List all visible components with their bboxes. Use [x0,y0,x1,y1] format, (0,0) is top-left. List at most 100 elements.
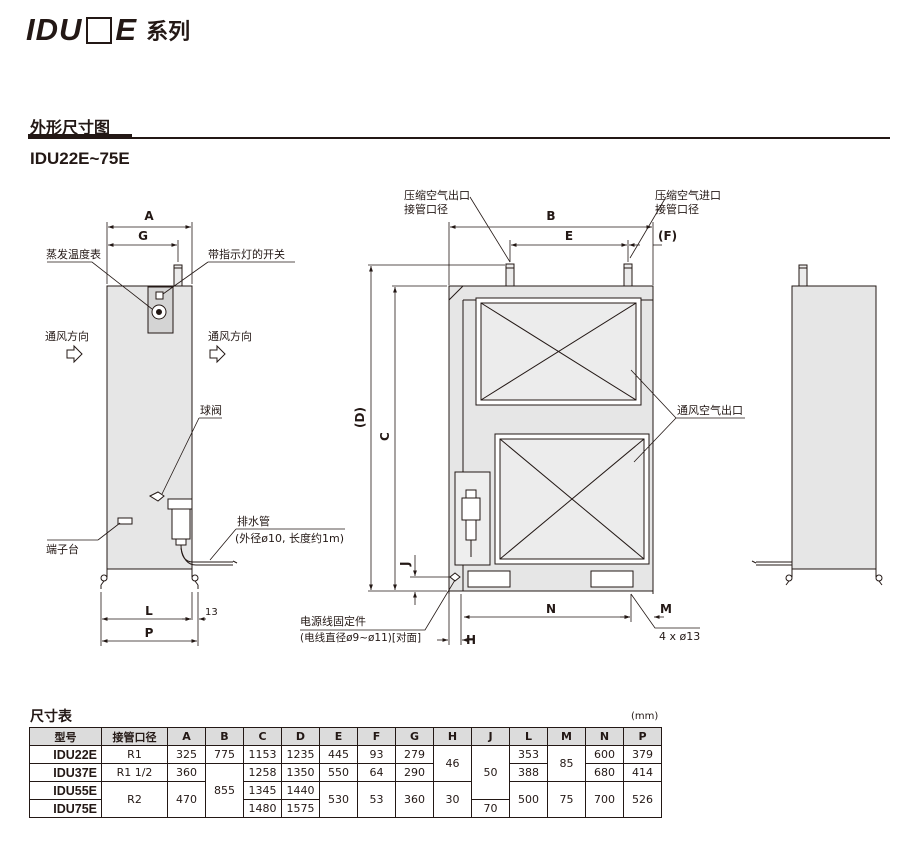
cell-a: 360 [167,763,206,782]
table-row: IDU22E R1 325 775 1153 1235 445 93 279 4… [29,745,662,800]
cell-j: 50 [471,745,510,800]
cell-c: 1345 [243,781,282,800]
cell-d: 1350 [281,763,320,782]
port-cell: R1 [101,745,168,764]
cell-n: 680 [585,763,624,782]
cell-m: 75 [547,781,586,818]
cell-g: 290 [395,763,434,782]
cell-d: 1440 [281,781,320,800]
dim-p-label: P [145,626,154,640]
cell-e: 530 [319,781,358,818]
cell-h: 30 [433,781,472,818]
terminal-block [117,517,133,525]
cell-l: 388 [509,763,548,782]
header-cell: G [395,727,434,746]
cell-m: 85 [547,745,586,782]
section-divider-accent [28,134,132,139]
header-cell: M [547,727,586,746]
cell-p: 526 [623,781,662,818]
holes-label: 4 x ø13 [659,630,700,643]
series-placeholder-box [86,16,113,44]
dimension-drawing: A G 蒸发温度表 带指示灯的开关 通风方向 通风方向 球阀 排水管 (外径ø1… [45,188,883,647]
port-cell: R2 [101,781,168,818]
dimension-table: 型号 接管口径 A B C D E F G H J L M N P IDU22E… [29,727,662,818]
cell-c: 1153 [243,745,282,764]
cell-e: 550 [319,763,358,782]
drain-spec-label: (外径ø10, 长度约1m) [235,531,344,545]
indicator-switch [155,291,164,300]
cell-a: 470 [167,781,206,818]
switch-label: 带指示灯的开关 [208,247,285,261]
dim-j-label: J [398,562,412,567]
cell-d: 1575 [281,799,320,818]
table-row: IDU37E R1 1/2 360 855 1258 1350 550 64 2… [29,763,662,818]
cell-h: 46 [433,745,472,782]
header-cell: H [433,727,472,746]
bottom-window-right [590,570,634,588]
port-cell: R1 1/2 [101,763,168,782]
header-cell: F [357,727,396,746]
ball-valve-shape [148,491,165,502]
vent-outlet-label: 通风空气出口 [677,403,743,417]
dim-n-label: N [546,602,556,616]
dim-f-label: (F) [658,229,677,243]
series-prefix: IDU [26,12,83,47]
header-cell: 接管口径 [101,727,168,746]
front-view [448,263,654,594]
cell-e: 445 [319,745,358,764]
inlet-label-1: 压缩空气进口 [655,188,721,202]
cell-f: 53 [357,781,396,818]
inlet-pipe [623,263,633,287]
drain-filter [171,508,191,540]
thermometer-label: 蒸发温度表 [46,247,101,261]
header-cell: P [623,727,662,746]
series-title: IDU E 系列 [26,10,190,50]
right-side-view [751,264,883,586]
header-cell: B [205,727,244,746]
outlet-label-2: 接管口径 [404,202,448,216]
section-divider [28,137,890,139]
cell-p: 379 [623,745,662,764]
dim-h-label: H [466,633,476,647]
outlet-label-1: 压缩空气出口 [404,188,470,202]
side-view [66,264,238,589]
table-unit: (mm) [631,711,659,722]
dim-a-label: A [144,209,154,223]
model-cell: IDU75E [29,799,102,818]
cell-d: 1235 [281,745,320,764]
cable-gland [449,572,461,582]
header-cell: D [281,727,320,746]
header-cell: N [585,727,624,746]
cell-p: 414 [623,763,662,782]
cable-label-2: (电线直径ø9~ø11)[对面] [300,631,421,644]
dim-e-label: E [565,229,573,243]
table-title: 尺寸表 [30,709,72,725]
cell-j: 70 [471,799,510,818]
model-range: IDU22E~75E [30,149,130,168]
terminal-label: 端子台 [46,542,79,556]
cell-c: 1258 [243,763,282,782]
outlet-pipe [505,263,515,287]
cell-n: 700 [585,781,624,818]
dim-b-label: B [546,209,555,223]
series-cn: 系列 [146,20,191,45]
dim-m-label: M [660,602,672,616]
header-cell: E [319,727,358,746]
inlet-label-2: 接管口径 [655,202,699,216]
side-top-pipe [173,264,183,287]
model-cell: IDU22E [29,745,102,764]
table-row: IDU75E 1480 1575 70 [29,799,662,818]
model-cell: IDU37E [29,763,102,782]
header-cell: L [509,727,548,746]
cell-l: 353 [509,745,548,764]
cell-a: 325 [167,745,206,764]
airflow-left-label: 通风方向 [45,329,89,343]
cell-g: 279 [395,745,434,764]
header-cell: A [167,727,206,746]
section-title: 外形尺寸图 [30,118,111,137]
cable-label-1: 电源线固定件 [300,614,366,628]
dim-g-label: G [138,229,148,243]
drain-title-label: 排水管 [237,514,270,528]
cell-f: 93 [357,745,396,764]
bottom-window-left [467,570,511,588]
